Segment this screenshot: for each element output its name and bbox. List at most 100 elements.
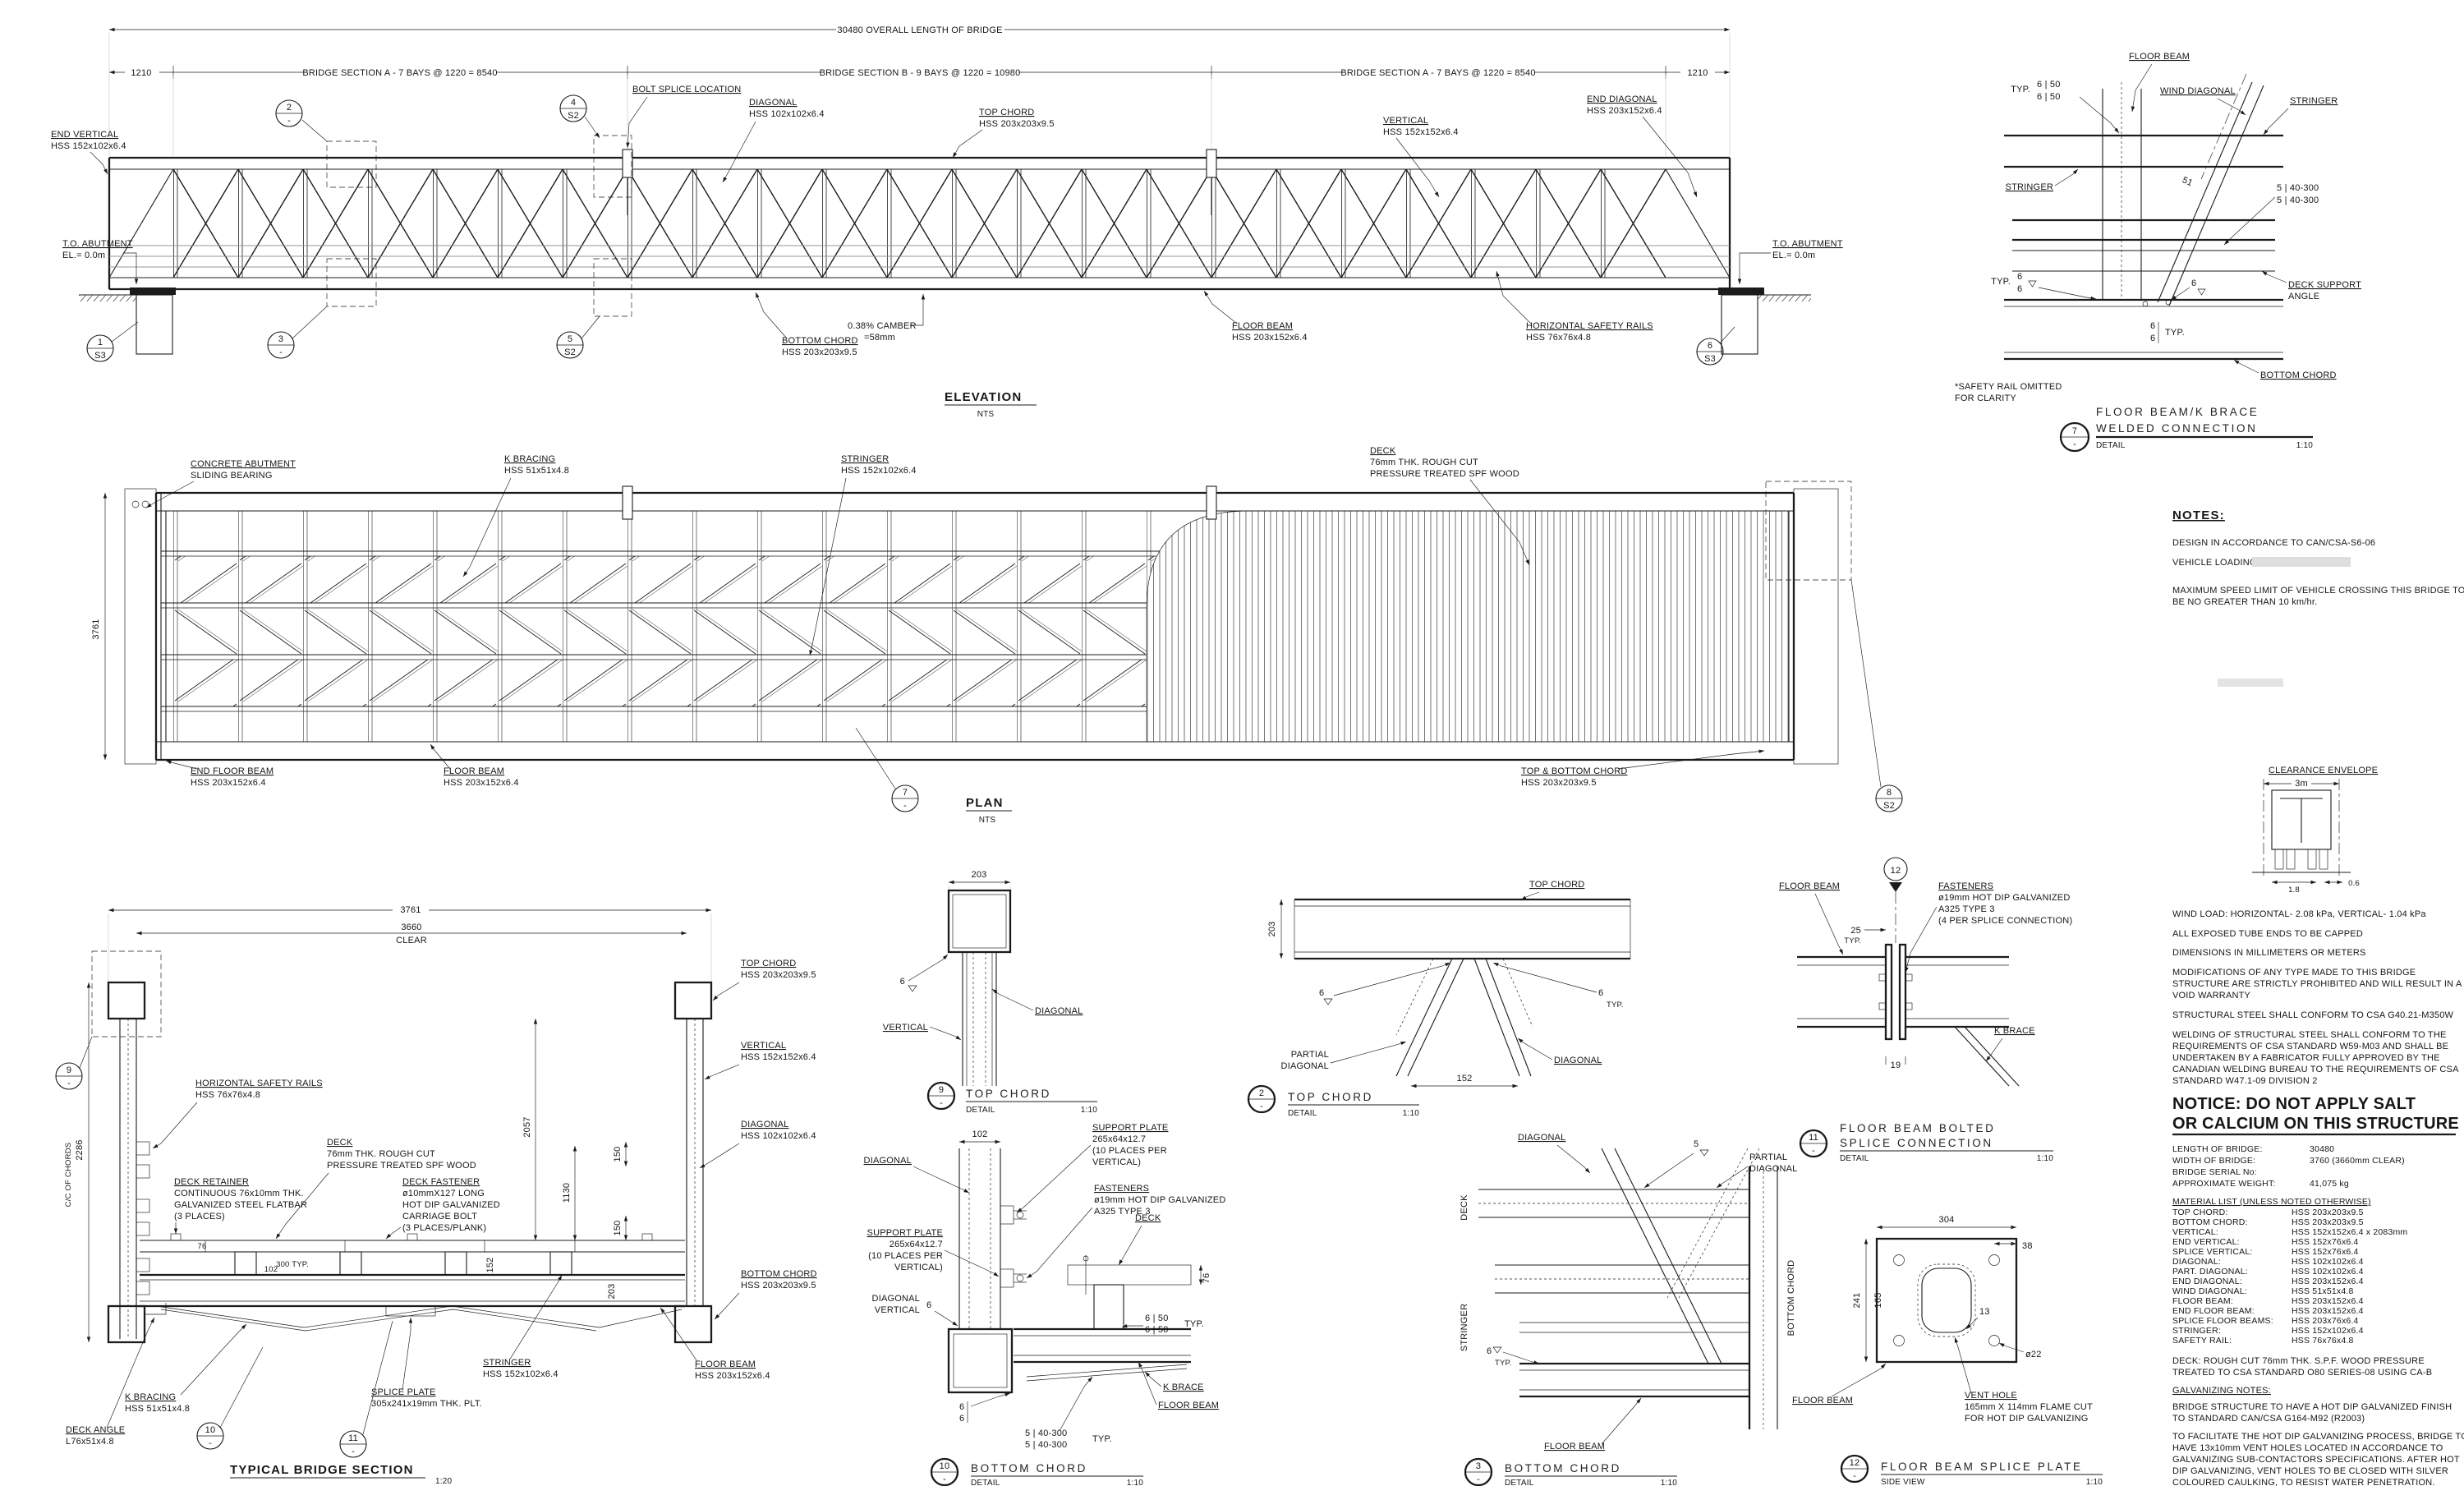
dim-1130: 1130 — [562, 1183, 572, 1203]
d10-deck-floorbeam — [947, 1255, 1192, 1394]
svg-text:A325 TYPE 3: A325 TYPE 3 — [1094, 1207, 1151, 1217]
d9-vertical-label: VERTICAL — [883, 1023, 928, 1033]
note-speed-2: BE NO GREATER THAN 10 km/hr. — [2172, 597, 2317, 607]
d2-partial-label: PARTIAL — [1291, 1050, 1329, 1060]
note-mods-1: MODIFICATIONS OF ANY TYPE MADE TO THIS B… — [2172, 968, 2416, 978]
bridge-info: LENGTH OF BRIDGE:30480 WIDTH OF BRIDGE:3… — [2172, 1144, 2405, 1189]
svg-text:6: 6 — [1598, 988, 1603, 998]
d7-stringer-right-label: STRINGER — [2290, 96, 2338, 106]
sec-deck-fastener-4: (3 PLACES/PLANK) — [402, 1223, 486, 1233]
plan-floor-beam-size: HSS 203x152x6.4 — [444, 778, 519, 788]
typical-bridge-section: 3761 3660 CLEAR 2286 C/C OF CHORDS 2057 … — [55, 904, 816, 1486]
svg-text:-: - — [2073, 439, 2076, 449]
end-vertical-label: END VERTICAL — [51, 130, 118, 140]
dim-203: 203 — [607, 1284, 617, 1300]
note-steel: STRUCTURAL STEEL SHALL CONFORM TO CSA G4… — [2172, 1010, 2454, 1020]
section-splice-plate — [385, 1305, 436, 1317]
dim-section-a2: BRIDGE SECTION A - 7 BAYS @ 1220 = 8540 — [1340, 68, 1535, 78]
end-floor-beam-label: END FLOOR BEAM — [191, 766, 274, 776]
svg-text:STRINGER:: STRINGER: — [2172, 1326, 2221, 1336]
svg-text:-: - — [67, 1079, 71, 1088]
svg-text:S2: S2 — [1883, 801, 1895, 811]
d11-title-1: FLOOR BEAM BOLTED — [1840, 1122, 1995, 1134]
d3-partial-label: PARTIAL DIAGONAL — [1716, 1152, 1797, 1189]
d10-diagonal-label: DIAGONAL — [864, 1156, 912, 1166]
callout-box-2 — [326, 140, 377, 188]
plan-title: PLAN NTS — [966, 796, 1012, 825]
svg-text:HSS 152x76x6.4: HSS 152x76x6.4 — [2292, 1237, 2359, 1247]
deck-plank-ticks — [205, 1240, 576, 1252]
floor-beam-size: HSS 203x152x6.4 — [1232, 333, 1308, 343]
svg-text:BOTTOM CHORD:: BOTTOM CHORD: — [2172, 1217, 2248, 1227]
bolt-splice-2 — [1206, 149, 1217, 215]
svg-text:DIAGONAL: DIAGONAL — [1281, 1061, 1329, 1071]
svg-text:6: 6 — [959, 1414, 964, 1424]
d7-deck-support-label: DECK SUPPORT ANGLE — [2261, 270, 2361, 301]
note-speed-1: MAXIMUM SPEED LIMIT OF VEHICLE CROSSING … — [2172, 586, 2464, 596]
dim-102: 102 — [264, 1265, 278, 1274]
svg-text:265x64x12.7: 265x64x12.7 — [1092, 1134, 1146, 1144]
galv-2-5: COLOURED CAULKING, TO RESIST WATER PENET… — [2172, 1478, 2435, 1486]
plan-splice-1 — [622, 485, 633, 520]
sec-k-bracing-size: HSS 51x51x4.8 — [125, 1404, 190, 1414]
redacted-text-2 — [2218, 679, 2283, 687]
svg-text:LENGTH OF BRIDGE:: LENGTH OF BRIDGE: — [2172, 1144, 2263, 1154]
sec-deck-fastener-label: DECK FASTENER — [402, 1177, 480, 1187]
d11-flag-12: 12 — [1883, 857, 1908, 943]
svg-text:VENT HOLE: VENT HOLE — [1965, 1391, 2017, 1401]
elevation-dimensions: 30480 OVERALL LENGTH OF BRIDGE 1210 BRID… — [108, 24, 1731, 156]
svg-text:-: - — [940, 1098, 943, 1108]
plan-view: 3761 CONCRETE ABUTMENT SLIDING BEARING K… — [91, 446, 1903, 825]
d9-sub: DETAIL — [966, 1106, 995, 1115]
sec-diagonal-size: HSS 102x102x6.4 — [741, 1131, 816, 1141]
callout-box-4 — [593, 135, 632, 198]
svg-text:6 | 50: 6 | 50 — [2037, 80, 2061, 90]
plan-scale: NTS — [979, 816, 996, 825]
svg-text:5: 5 — [1694, 1139, 1699, 1149]
sec-diagonal-label: DIAGONAL — [741, 1120, 788, 1129]
d3-stringer-label: STRINGER — [1460, 1304, 1469, 1351]
d11-fasteners-label: FASTENERS ø19mm HOT DIP GALVANIZED A325 … — [1905, 881, 2072, 973]
svg-text:7: 7 — [903, 788, 908, 798]
svg-text:6: 6 — [1319, 988, 1324, 998]
d7-weld-66b: 6 6 TYP. — [2150, 321, 2185, 343]
bubble-4: 4S2 — [559, 94, 600, 139]
svg-text:DETAIL: DETAIL — [1840, 1154, 1869, 1163]
svg-text:HSS 102x102x6.4: HSS 102x102x6.4 — [2292, 1257, 2364, 1267]
d9-diagonal-label: DIAGONAL — [1035, 1006, 1083, 1016]
dim-150b: 150 — [613, 1221, 623, 1236]
plan-title-text: PLAN — [966, 796, 1004, 810]
svg-text:-: - — [352, 1447, 355, 1456]
d12-hole-dia: ø22 — [2025, 1350, 2042, 1359]
d12-title-text: FLOOR BEAM SPLICE PLATE — [1881, 1461, 2083, 1473]
elevation-title: ELEVATION NTS — [945, 390, 1037, 419]
galv-1-2: TO STANDARD CAN/CSA G164-M92 (R2003) — [2172, 1414, 2365, 1424]
camber-value: =58mm — [864, 333, 895, 343]
elevation-view: 30480 OVERALL LENGTH OF BRIDGE 1210 BRID… — [51, 24, 1843, 419]
notes-column: NOTES: DESIGN IN ACCORDANCE TO CAN/CSA-S… — [2172, 508, 2464, 1486]
note-vehicle-loading: VEHICLE LOADING: — [2172, 558, 2259, 568]
sec-deck-fastener-3: CARRIAGE BOLT — [402, 1212, 477, 1221]
svg-text:PART. DIAGONAL:: PART. DIAGONAL: — [2172, 1267, 2248, 1277]
note-capped: ALL EXPOSED TUBE ENDS TO BE CAPPED — [2172, 929, 2363, 939]
svg-text:HSS 203x203x9.5: HSS 203x203x9.5 — [2292, 1208, 2364, 1217]
camber-label: 0.38% CAMBER — [848, 321, 917, 331]
svg-text:6: 6 — [2150, 334, 2155, 343]
svg-text:VERTICAL:: VERTICAL: — [2172, 1227, 2218, 1237]
svg-text:1:10: 1:10 — [2037, 1154, 2054, 1163]
d2-title-text: TOP CHORD — [1288, 1091, 1373, 1103]
svg-text:4: 4 — [571, 98, 576, 108]
svg-text:8: 8 — [1887, 788, 1892, 798]
svg-text:41,075 kg: 41,075 kg — [2310, 1179, 2349, 1189]
d7-title-2: WELDED CONNECTION — [2096, 422, 2257, 435]
d10-support-plate-left: SUPPORT PLATE 265x64x12.7 (10 PLACES PER… — [867, 1228, 1000, 1277]
clearance-dim-18: 1.8 — [2288, 886, 2300, 895]
svg-text:END VERTICAL:: END VERTICAL: — [2172, 1237, 2240, 1247]
d10-weld-650: 6 | 50 6 | 50 TYP. — [1121, 1313, 1204, 1335]
d12-dim-304: 304 — [1939, 1215, 1955, 1225]
d3-weld6: 6 TYP. — [1487, 1346, 1540, 1368]
sec-deck-angle-size: L76x51x4.8 — [66, 1437, 114, 1447]
svg-text:WIND DIAGONAL:: WIND DIAGONAL: — [2172, 1286, 2247, 1296]
d10-diag-vert-weld: DIAGONAL VERTICAL 6 — [872, 1294, 958, 1327]
d3-deck-bands — [1478, 1189, 1749, 1333]
